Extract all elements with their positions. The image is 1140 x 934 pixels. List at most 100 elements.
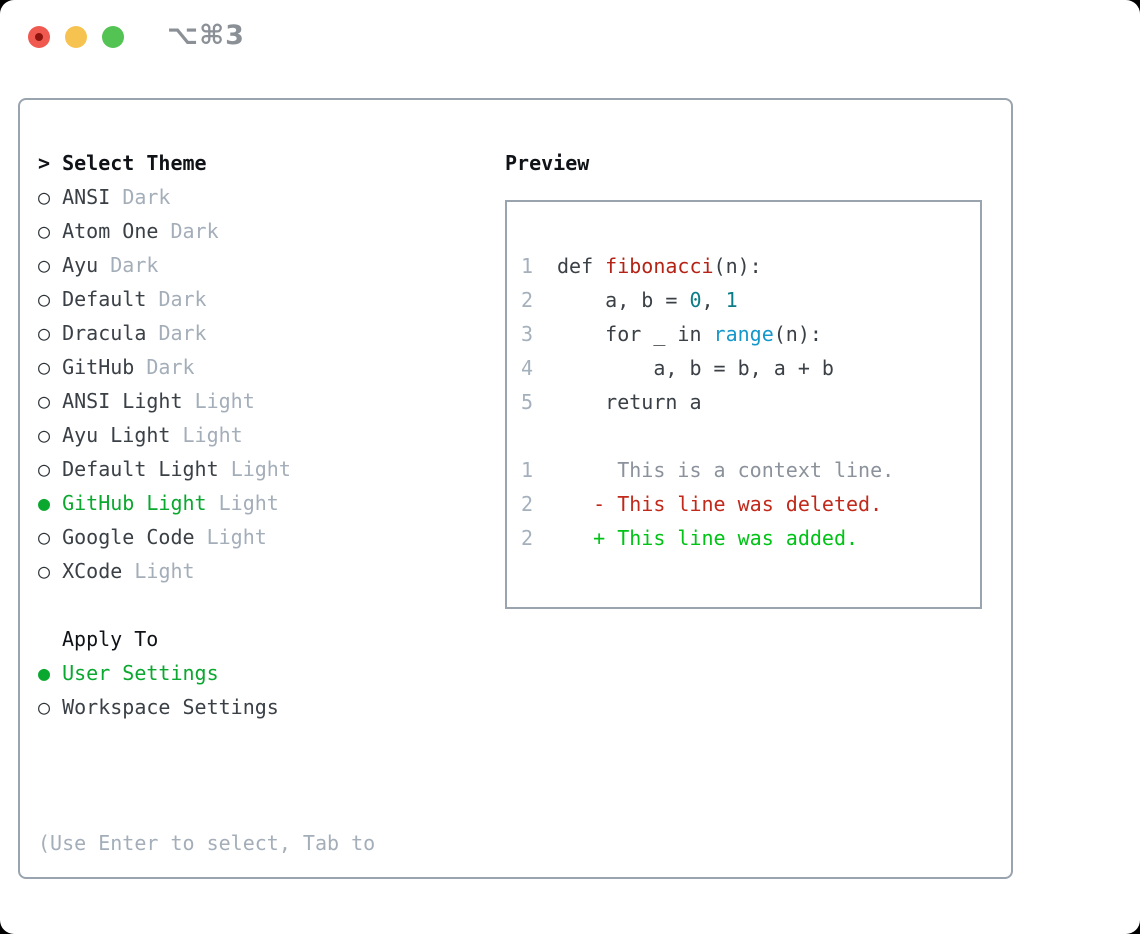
code-segment-num: 1: [725, 288, 738, 312]
traffic-light-close-button[interactable]: [28, 26, 50, 48]
apply-to-title: Apply To: [62, 627, 159, 651]
code-segment-code: ,: [701, 288, 726, 312]
radio-unselected-icon: ○: [38, 355, 51, 379]
select-theme-title: Select Theme: [62, 151, 207, 175]
line-number: 4: [521, 356, 534, 380]
theme-option-github-light[interactable]: ● GitHub Light Light: [38, 486, 505, 520]
theme-option-default[interactable]: ○ Default Dark: [38, 282, 505, 316]
code-segment-code: a, b =: [557, 288, 690, 312]
apply-to-options-list: ● User Settings○ Workspace Settings: [38, 656, 505, 724]
option-label: Default Light: [62, 457, 219, 481]
theme-option-ansi-light[interactable]: ○ ANSI Light Light: [38, 384, 505, 418]
window-shortcut-label: ⌥⌘3: [167, 20, 245, 51]
line-number: 2: [521, 288, 534, 312]
code-segment-builtin: range: [713, 322, 774, 346]
radio-unselected-icon: ○: [38, 525, 51, 549]
option-variant-label: Dark: [158, 287, 207, 311]
option-label: Google Code: [62, 525, 195, 549]
preview-code-line: 1 def fibonacci(n):: [521, 249, 980, 283]
theme-option-dracula[interactable]: ○ Dracula Dark: [38, 316, 505, 350]
theme-option-xcode[interactable]: ○ XCode Light: [38, 554, 505, 588]
radio-unselected-icon: ○: [38, 219, 51, 243]
theme-picker-panel: > Select Theme ○ ANSI Dark○ Atom One Dar…: [18, 98, 1013, 934]
radio-unselected-icon: ○: [38, 321, 51, 345]
theme-options-list: ○ ANSI Dark○ Atom One Dark○ Ayu Dark○ De…: [38, 180, 505, 588]
theme-option-ansi[interactable]: ○ ANSI Dark: [38, 180, 505, 214]
option-label: Ayu Light: [62, 423, 171, 447]
title-bar: ⌥⌘3: [0, 0, 1140, 72]
option-variant-label: Dark: [170, 219, 219, 243]
preview-code-line: 2 - This line was deleted.: [521, 487, 980, 521]
option-label: Workspace Settings: [62, 695, 279, 719]
radio-unselected-icon: ○: [38, 695, 51, 719]
apply-option-workspace-settings[interactable]: ○ Workspace Settings: [38, 690, 505, 724]
option-label: Atom One: [62, 219, 159, 243]
theme-option-default-light[interactable]: ○ Default Light Light: [38, 452, 505, 486]
apply-option-user-settings[interactable]: ● User Settings: [38, 656, 505, 690]
preview-code-line: 1 This is a context line.: [521, 453, 980, 487]
traffic-light-zoom-button[interactable]: [102, 26, 124, 48]
preview-code-line: 5 return a: [521, 385, 980, 419]
code-segment-code: (n):: [713, 254, 762, 278]
preview-code-line: 2 + This line was added.: [521, 521, 980, 555]
option-label: GitHub Light: [62, 491, 207, 515]
radio-unselected-icon: ○: [38, 287, 51, 311]
radio-selected-icon: ●: [38, 491, 51, 515]
help-text-line-1: (Use Enter to select, Tab to: [38, 831, 376, 855]
preview-code-line: [521, 419, 980, 453]
option-variant-label: Dark: [158, 321, 207, 345]
preview-code-line: 3 for _ in range(n):: [521, 317, 980, 351]
option-variant-label: Light: [218, 491, 279, 515]
radio-unselected-icon: ○: [38, 559, 51, 583]
theme-option-google-code[interactable]: ○ Google Code Light: [38, 520, 505, 554]
code-segment-code: def: [557, 254, 606, 278]
option-variant-label: Light: [134, 559, 195, 583]
code-segment-code: for _ in: [557, 322, 714, 346]
theme-option-ayu-light[interactable]: ○ Ayu Light Light: [38, 418, 505, 452]
code-segment-deleted: - This line was deleted.: [557, 492, 883, 516]
line-number: 2: [521, 526, 534, 550]
help-text: (Use Enter to select, Tab to change focu…: [38, 758, 505, 934]
option-label: User Settings: [62, 661, 219, 685]
code-segment-code: (n):: [773, 322, 822, 346]
preview-code-line: 2 a, b = 0, 1: [521, 283, 980, 317]
option-label: GitHub: [62, 355, 135, 379]
option-variant-label: Dark: [146, 355, 195, 379]
option-label: Default: [62, 287, 147, 311]
radio-unselected-icon: ○: [38, 253, 51, 277]
code-segment-added: + This line was added.: [557, 526, 859, 550]
radio-selected-icon: ●: [38, 661, 51, 685]
radio-unselected-icon: ○: [38, 185, 51, 209]
option-label: Dracula: [62, 321, 147, 345]
option-variant-label: Light: [182, 423, 243, 447]
option-label: Ayu: [62, 253, 99, 277]
theme-option-ayu[interactable]: ○ Ayu Dark: [38, 248, 505, 282]
line-number: 3: [521, 322, 534, 346]
option-variant-label: Light: [206, 525, 267, 549]
option-variant-label: Light: [230, 457, 291, 481]
preview-code-line: 4 a, b = b, a + b: [521, 351, 980, 385]
option-variant-label: Light: [194, 389, 255, 413]
help-text-line-2: change focus): [38, 928, 505, 934]
preview-title: Preview: [505, 151, 590, 175]
cursor-prompt-icon: >: [38, 151, 51, 175]
option-label: ANSI Light: [62, 389, 183, 413]
code-segment-func: fibonacci: [605, 254, 714, 278]
option-variant-label: Dark: [110, 253, 159, 277]
radio-unselected-icon: ○: [38, 389, 51, 413]
theme-list-column: > Select Theme ○ ANSI Dark○ Atom One Dar…: [38, 146, 505, 934]
radio-unselected-icon: ○: [38, 457, 51, 481]
code-segment-code: a, b = b, a + b: [557, 356, 834, 380]
theme-option-github[interactable]: ○ GitHub Dark: [38, 350, 505, 384]
radio-unselected-icon: ○: [38, 423, 51, 447]
option-variant-label: Dark: [122, 185, 171, 209]
theme-option-atom-one[interactable]: ○ Atom One Dark: [38, 214, 505, 248]
option-label: ANSI: [62, 185, 111, 209]
traffic-light-minimize-button[interactable]: [65, 26, 87, 48]
option-label: XCode: [62, 559, 123, 583]
line-number: 1: [521, 254, 534, 278]
line-number: 1: [521, 458, 534, 482]
